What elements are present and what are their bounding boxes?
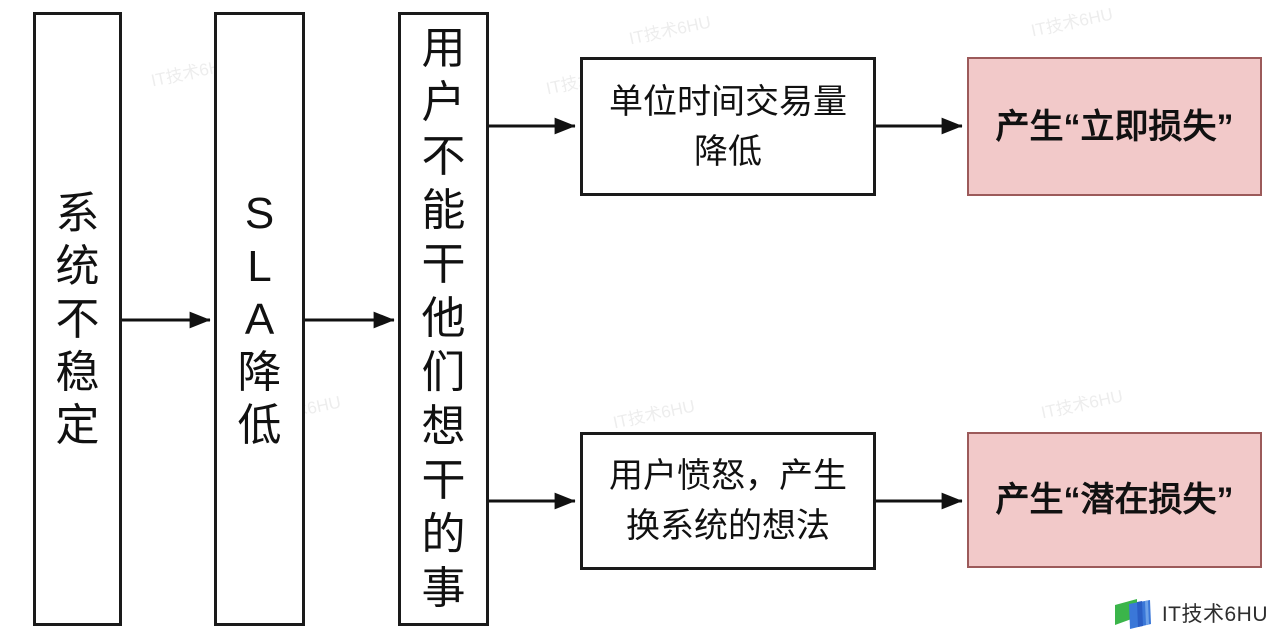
watermark: IT技术6HU	[627, 12, 713, 49]
node-tx-volume-drop: 单位时间交易量 降低	[580, 57, 876, 196]
node-sla-decrease: S L A 降 低	[214, 12, 305, 626]
watermark: IT技术6HU	[1039, 386, 1125, 423]
node-potential-loss: 产生“潜在损失”	[967, 432, 1262, 568]
brand-logo-text: IT技术6HU	[1161, 603, 1268, 626]
flag-icon	[1114, 599, 1151, 629]
node-users-cant-do: 用 户 不 能 干 他 们 想 干 的 事	[398, 12, 489, 626]
watermark: IT技术6HU	[1029, 4, 1115, 41]
brand-logo: IT技术6HU	[1114, 597, 1268, 629]
node-system-unstable: 系 统 不 稳 定	[33, 12, 122, 626]
node-immediate-loss: 产生“立即损失”	[967, 57, 1262, 196]
node-user-anger: 用户愤怒，产生 换系统的想法	[580, 432, 876, 570]
watermark: IT技术6HU	[611, 396, 697, 433]
